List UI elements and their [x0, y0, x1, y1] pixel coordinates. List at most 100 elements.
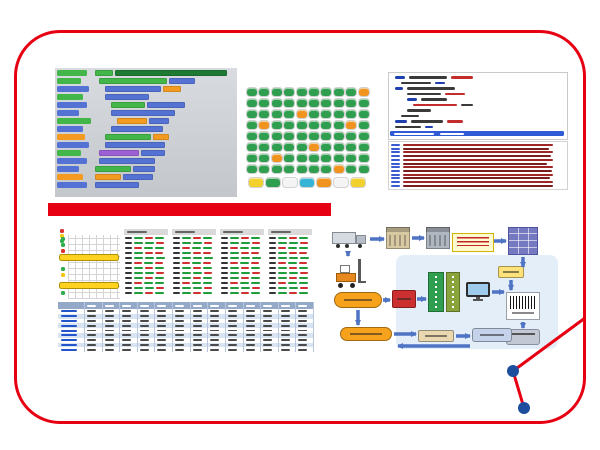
data-cell [263, 348, 273, 351]
grid-button [296, 154, 307, 162]
number-cell [230, 247, 238, 250]
data-cell [139, 320, 149, 322]
status-cell [61, 291, 65, 295]
number-cell [204, 272, 212, 275]
table-header-row [58, 302, 313, 309]
data-cell [122, 339, 132, 341]
number-cell [221, 272, 228, 275]
data-cell [192, 348, 202, 351]
log-line-number [391, 162, 400, 165]
data-cell [139, 348, 149, 351]
number-cell [182, 247, 190, 250]
status-cell [61, 243, 65, 247]
grid-button [296, 88, 307, 96]
number-cell [241, 242, 250, 245]
log-line-number [391, 147, 400, 150]
number-cell [278, 242, 287, 245]
code-block [111, 126, 163, 132]
number-cell [192, 262, 201, 265]
grid-button [333, 154, 344, 162]
number-cell [230, 292, 239, 295]
log-line-text [403, 166, 553, 169]
header-cell-text [227, 304, 237, 307]
code-block [153, 134, 169, 140]
code-text [413, 103, 457, 106]
status-cell [61, 249, 65, 253]
data-cell [227, 334, 237, 337]
traffic-light-cell [60, 234, 64, 238]
data-cell [280, 339, 290, 341]
data-cell [210, 344, 220, 346]
data-cell [263, 310, 273, 313]
grid-button [259, 110, 270, 118]
number-cell [289, 292, 297, 295]
number-cell [156, 272, 164, 275]
data-cell [104, 324, 114, 327]
data-cell [104, 329, 114, 332]
data-cell [298, 334, 308, 337]
palette-block [57, 78, 81, 84]
grid-button [358, 88, 369, 96]
code-text [445, 92, 465, 95]
code-text [407, 109, 431, 112]
slide-border-frame [14, 30, 586, 424]
number-cell [182, 282, 190, 285]
palette-block [57, 94, 83, 100]
status-button-grid-screenshot [243, 84, 372, 192]
legend-button [283, 178, 297, 187]
data-cell [87, 339, 96, 341]
table-grid-line [295, 302, 297, 353]
data-cell [210, 324, 220, 327]
grid-button [358, 132, 369, 140]
data-cell [280, 320, 290, 322]
number-cell [156, 257, 165, 260]
number-cell [241, 257, 250, 260]
code-block [133, 166, 155, 172]
log-line-text [403, 184, 553, 187]
grid-button [333, 88, 344, 96]
number-cell [251, 237, 260, 240]
highlight-band [60, 283, 118, 288]
data-cell [122, 315, 132, 317]
number-cell [241, 292, 249, 295]
grid-button [271, 88, 282, 96]
palette-block [57, 182, 87, 188]
grid-button [358, 143, 369, 151]
grid-button [346, 110, 357, 118]
table-row [58, 318, 313, 324]
number-cell [241, 277, 249, 280]
number-cell [221, 242, 228, 245]
grid-button [247, 143, 257, 151]
code-text [407, 87, 455, 90]
node-text-dash [343, 299, 373, 302]
grid-button [259, 143, 270, 151]
number-cell [278, 237, 287, 240]
log-line-text [403, 169, 552, 172]
number-cell [193, 267, 201, 270]
number-cell [289, 267, 297, 270]
number-cell [182, 237, 191, 240]
grid-button [284, 110, 295, 118]
data-cell [210, 339, 220, 341]
data-cell [87, 329, 96, 332]
data-cell [175, 310, 185, 313]
number-cell [204, 257, 213, 260]
code-text [447, 120, 463, 123]
number-cell [251, 262, 259, 265]
data-cell [192, 334, 202, 337]
group-header-text [223, 231, 243, 233]
number-cell [278, 277, 287, 280]
code-block [147, 102, 185, 108]
data-cell [87, 320, 96, 322]
number-cell [240, 262, 249, 265]
log-line-number [391, 177, 400, 180]
diagram-node-box [498, 266, 524, 278]
data-cell [227, 324, 237, 327]
link-cell [61, 339, 77, 342]
number-cell [299, 292, 308, 295]
table-row [58, 342, 313, 348]
code-text [395, 76, 405, 79]
grid-button [296, 132, 307, 140]
selected-code-line [390, 131, 564, 136]
truck-body [332, 232, 356, 244]
